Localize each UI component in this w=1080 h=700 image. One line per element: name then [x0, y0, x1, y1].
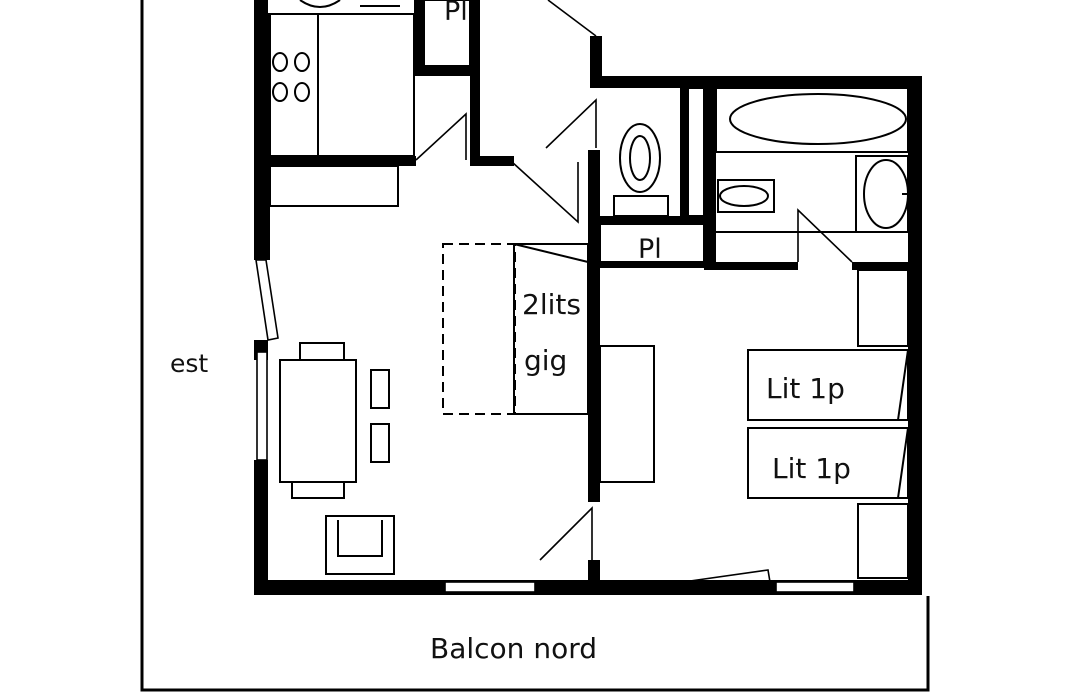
chair — [299, 342, 345, 361]
interior-walls — [268, 0, 912, 590]
closet-top-label: Pl — [444, 0, 468, 27]
sofa-bed-outline — [442, 243, 516, 415]
sofa-bed — [513, 243, 589, 415]
closet-middle-label: Pl — [638, 234, 662, 265]
toilet-icon — [613, 123, 669, 217]
bathroom — [715, 87, 912, 233]
wc-shelf — [687, 87, 705, 217]
single-bed — [747, 349, 910, 421]
living-room: 2lits gig — [269, 165, 589, 575]
washbasin-icon — [855, 155, 912, 233]
single-bed-label-2: Lit 1p — [772, 452, 851, 485]
east-windows — [255, 259, 279, 461]
armchair — [325, 515, 395, 575]
doors — [415, 0, 853, 561]
nightstand — [857, 269, 909, 347]
north-windows — [444, 569, 855, 593]
single-bed — [747, 427, 910, 499]
wc — [613, 87, 705, 217]
property-boundary — [140, 0, 930, 692]
orientation-label: est — [170, 349, 208, 378]
kitchen — [267, 0, 415, 157]
chair — [291, 481, 345, 499]
single-bed-label-1: Lit 1p — [766, 372, 845, 405]
counter — [269, 165, 399, 207]
sink-icon — [299, 0, 400, 8]
bathtub-icon — [729, 93, 907, 145]
nightstand — [857, 503, 909, 579]
balcony-label: Balcon nord — [430, 632, 597, 665]
closet-middle — [599, 223, 705, 263]
sofa-bed-label-1: 2lits — [522, 288, 581, 321]
wardrobe — [599, 345, 655, 483]
dining-table — [279, 359, 357, 483]
chair — [370, 423, 390, 463]
washbasin-icon — [717, 179, 775, 213]
closet-top — [423, 0, 471, 67]
chair — [370, 369, 390, 409]
stove-icon — [272, 52, 310, 102]
sofa-bed-label-2: gig — [524, 344, 567, 377]
bedroom — [599, 269, 910, 579]
exterior-walls — [254, 0, 922, 595]
